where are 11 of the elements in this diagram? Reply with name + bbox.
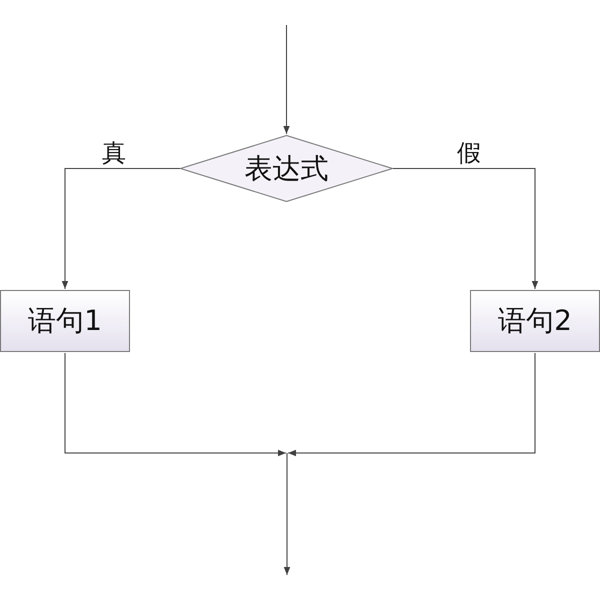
arrow (392, 168, 538, 290)
arrow (283, 24, 290, 134)
process-box: 语句2 (470, 290, 600, 352)
arrow (62, 168, 180, 290)
edge-label: 真 (100, 140, 128, 166)
process-box: 语句1 (0, 290, 130, 352)
edge-label: 假 (455, 140, 483, 166)
arrow (288, 352, 536, 456)
arrow (284, 452, 290, 576)
arrow (64, 352, 286, 456)
decision-diamond: 表达式 (180, 135, 393, 202)
